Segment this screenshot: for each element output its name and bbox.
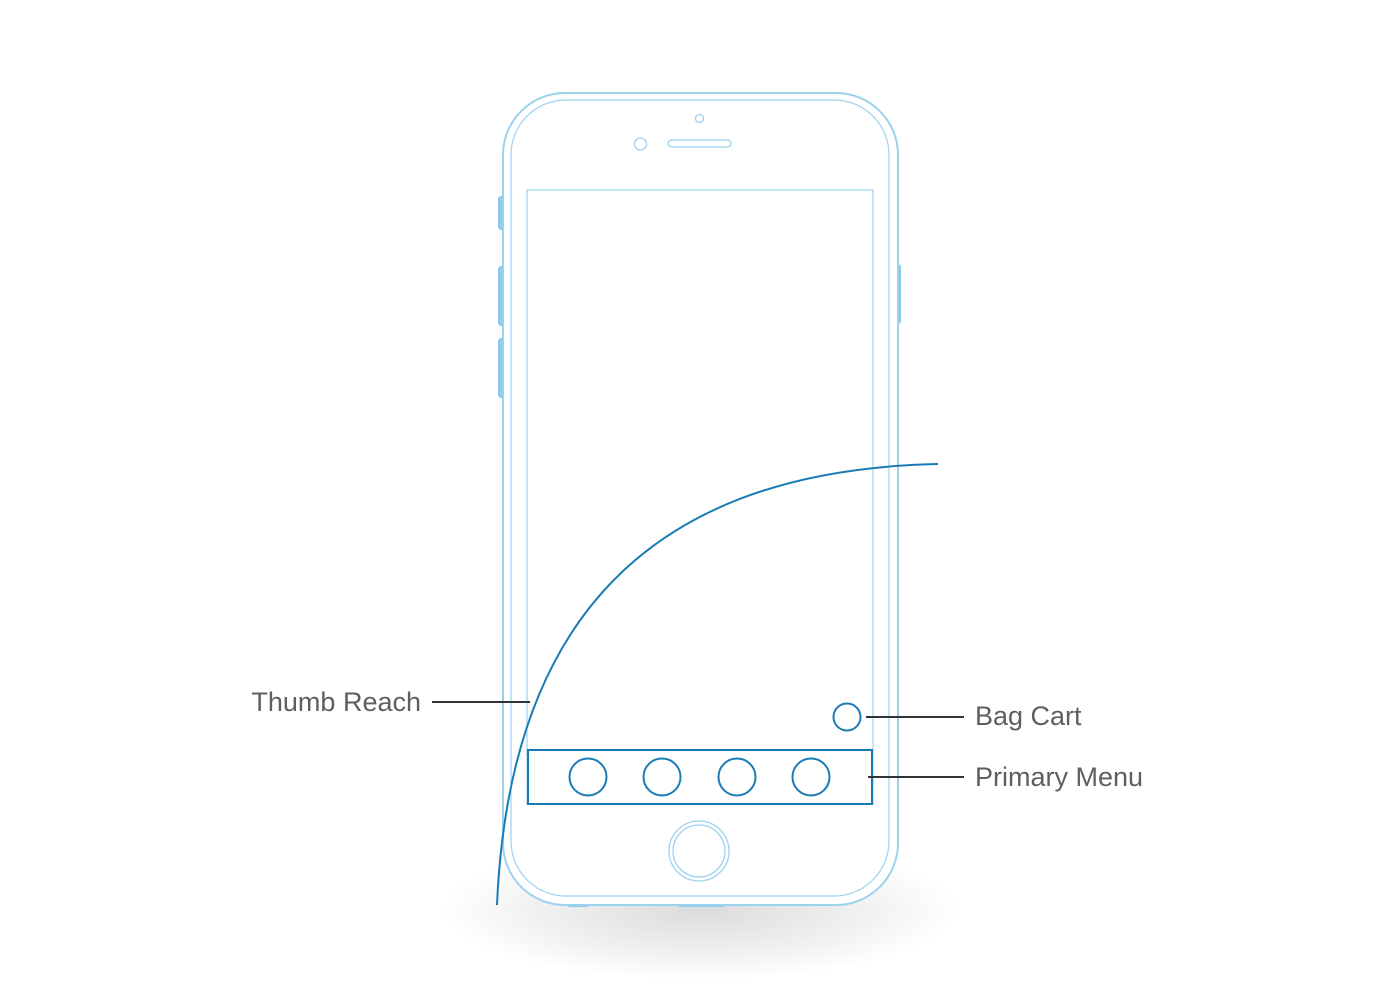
menu-item-icon[interactable]	[568, 757, 608, 797]
bag-cart-icon[interactable]	[832, 702, 862, 732]
menu-item-icon[interactable]	[717, 757, 757, 797]
bag-cart-label: Bag Cart	[975, 701, 1082, 731]
thumb-reach-label: Thumb Reach	[251, 687, 421, 717]
home-button-icon	[672, 824, 726, 878]
earpiece-speaker	[667, 139, 732, 148]
front-sensor	[694, 113, 705, 124]
primary-menu	[527, 749, 873, 805]
front-camera-icon	[633, 137, 648, 151]
phone-body	[502, 92, 899, 906]
home-button-outer	[668, 820, 730, 882]
primary-menu-label: Primary Menu	[975, 762, 1144, 792]
phone-inner-bezel	[510, 99, 890, 897]
thumb-reach-arc	[496, 463, 939, 906]
menu-item-icon[interactable]	[791, 757, 831, 797]
menu-item-icon[interactable]	[642, 757, 682, 797]
